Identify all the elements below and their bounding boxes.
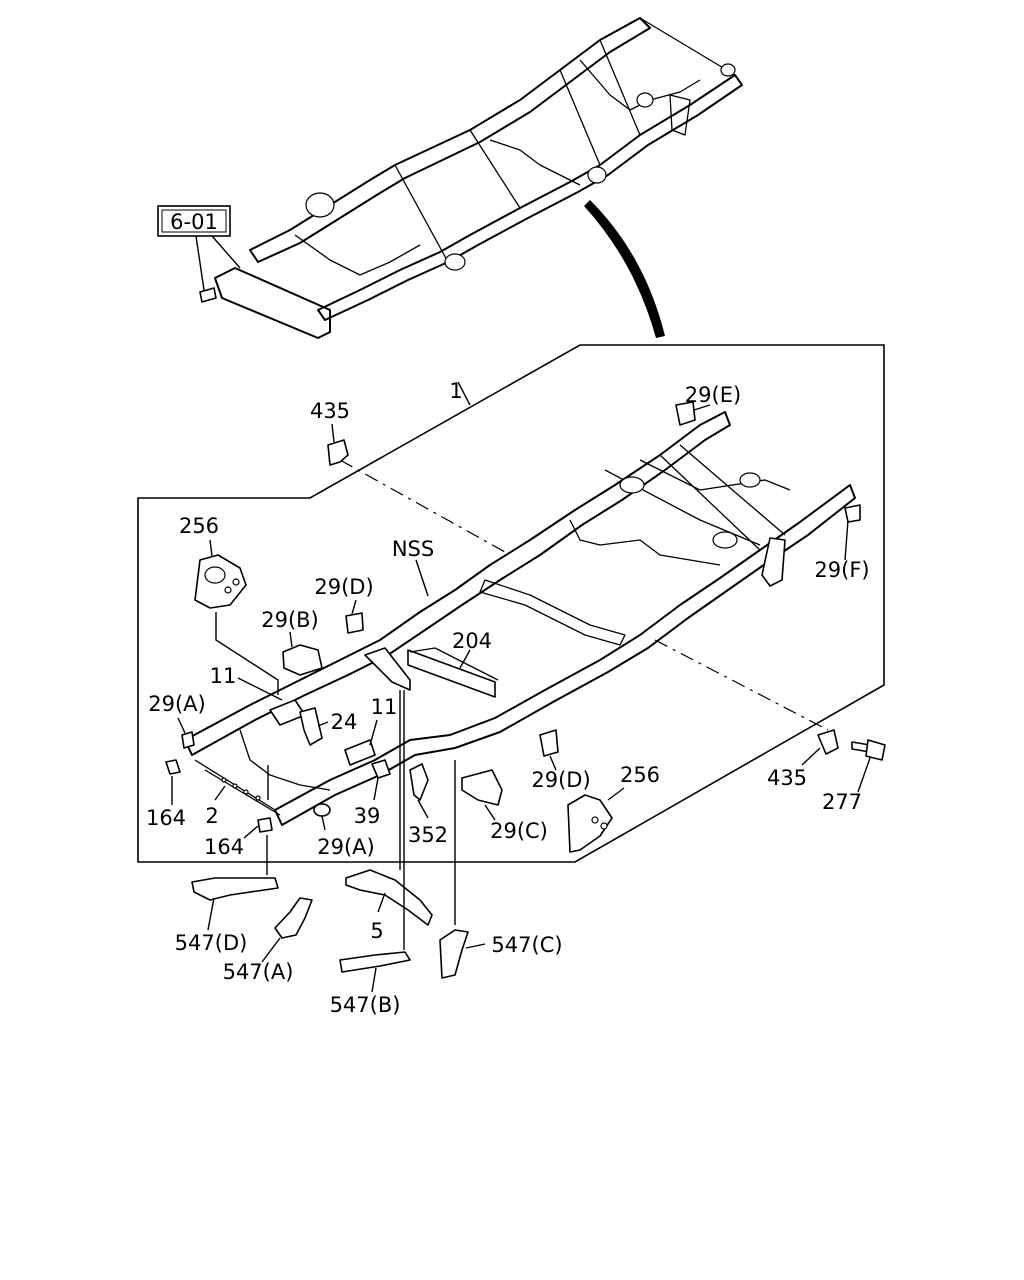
part-256-left bbox=[194, 554, 247, 609]
callout-11-a: 11 bbox=[210, 664, 237, 688]
part-547d bbox=[191, 877, 279, 901]
callout-547a: 547(A) bbox=[223, 960, 294, 984]
callout-29a-left: 29(A) bbox=[148, 692, 205, 716]
callout-547d: 547(D) bbox=[175, 931, 248, 955]
part-29b bbox=[282, 644, 323, 676]
callout-547c: 547(C) bbox=[491, 933, 562, 957]
detail-arrow bbox=[584, 200, 665, 338]
callout-1: 1 bbox=[449, 379, 462, 403]
part-547a bbox=[274, 897, 313, 939]
part-256-right bbox=[567, 794, 613, 853]
callout-29f: 29(F) bbox=[814, 558, 869, 582]
part-277-bolt bbox=[851, 739, 886, 761]
callout-29b: 29(B) bbox=[261, 608, 319, 632]
part-24 bbox=[299, 707, 323, 746]
callout-nss: NSS bbox=[392, 537, 434, 561]
part-164-a bbox=[165, 759, 181, 775]
part-29c bbox=[461, 769, 503, 806]
callout-39: 39 bbox=[354, 804, 381, 828]
ref-box-6-01[interactable]: 6-01 bbox=[157, 205, 241, 291]
part-29a-left bbox=[181, 731, 195, 749]
part-29e bbox=[675, 401, 696, 426]
callout-164-b: 164 bbox=[204, 835, 244, 859]
part-29a-bottom bbox=[313, 803, 331, 817]
callout-29a-bottom: 29(A) bbox=[317, 835, 374, 859]
callout-352: 352 bbox=[408, 823, 448, 847]
callout-5: 5 bbox=[370, 919, 383, 943]
leader-lines bbox=[171, 381, 871, 993]
part-352 bbox=[409, 763, 429, 801]
part-547b bbox=[339, 951, 411, 973]
callout-labels: 1 435 29(E) 256 NSS 29(D) 29(B) 204 11 1… bbox=[146, 379, 870, 1017]
part-164-b bbox=[257, 817, 273, 833]
part-5 bbox=[345, 869, 433, 926]
callout-29c: 29(C) bbox=[490, 819, 548, 843]
callout-547b: 547(B) bbox=[330, 993, 401, 1017]
part-435-right bbox=[817, 729, 839, 755]
callout-24: 24 bbox=[331, 710, 358, 734]
callout-2: 2 bbox=[205, 804, 218, 828]
callout-11-b: 11 bbox=[371, 695, 398, 719]
main-chassis-frame bbox=[184, 411, 856, 826]
callout-435-right: 435 bbox=[767, 766, 807, 790]
frame-assembly-overview bbox=[199, 17, 743, 339]
callout-256-right: 256 bbox=[620, 763, 660, 787]
callout-435-top: 435 bbox=[310, 399, 350, 423]
callout-29d-top: 29(D) bbox=[314, 575, 373, 599]
callout-29d-bottom: 29(D) bbox=[531, 768, 590, 792]
callout-256-left: 256 bbox=[179, 514, 219, 538]
part-29f bbox=[844, 504, 861, 523]
callout-164-a: 164 bbox=[146, 806, 186, 830]
ref-box-label: 6-01 bbox=[170, 210, 218, 234]
part-29d-bottom bbox=[539, 729, 559, 757]
part-435-top bbox=[327, 439, 349, 466]
detail-border bbox=[137, 344, 885, 863]
part-39 bbox=[371, 759, 391, 779]
callout-29e: 29(E) bbox=[685, 383, 741, 407]
callout-204: 204 bbox=[452, 629, 492, 653]
callout-277: 277 bbox=[822, 790, 862, 814]
part-29d-top bbox=[345, 612, 364, 634]
part-547c bbox=[439, 929, 469, 979]
